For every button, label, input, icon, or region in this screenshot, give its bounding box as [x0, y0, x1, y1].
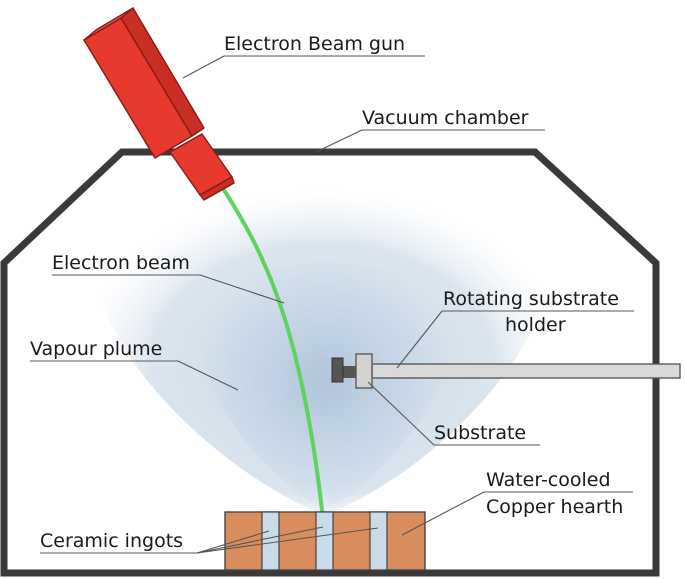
- label-vacuum-chamber: Vacuum chamber: [362, 107, 529, 129]
- ceramic-ingot: [315, 511, 334, 571]
- vapour-plume-inner: [201, 262, 449, 510]
- vacuum-chamber-wall: [0, 148, 660, 577]
- label-electron-beam: Electron beam: [52, 252, 190, 274]
- label-substrate: Substrate: [434, 422, 526, 444]
- ceramic-ingot: [261, 511, 280, 571]
- label-copper-hearth: Copper hearth: [486, 496, 623, 518]
- electron-beam-gun: [83, 7, 235, 201]
- label-vapour-plume: Vapour plume: [30, 338, 162, 360]
- rotating-substrate-holder: [331, 353, 681, 389]
- label-rotating-substrate-holder-1: Rotating substrate: [443, 288, 619, 310]
- label-water-cooled: Water-cooled: [486, 469, 611, 491]
- label-rotating-substrate-holder-2: holder: [505, 314, 566, 336]
- label-ceramic-ingots: Ceramic ingots: [40, 530, 183, 552]
- leader-lines: [30, 55, 634, 554]
- copper-hearth: [224, 511, 426, 571]
- ceramic-ingot: [369, 511, 388, 571]
- label-electron-beam-gun: Electron Beam gun: [224, 33, 405, 55]
